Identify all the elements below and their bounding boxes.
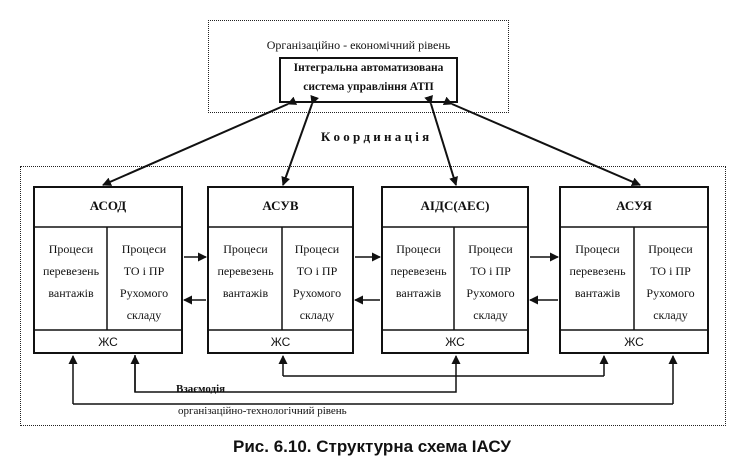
subsystem-asod-life-cycle: ЖС [98,335,118,349]
integrated-acs-title-line2: система управління АТП [303,81,434,93]
coordination-arrow-asuya [442,96,641,186]
subsystem-asuv-title: АСУВ [262,198,299,213]
subsystem-asuv [207,186,354,354]
subsystem-asuya-title: АСУЯ [616,198,652,213]
subsystem-asod-transport-processes: Процеси перевезень вантажів [42,242,100,300]
subsystem-asod-title: АСОД [89,198,127,213]
coordination-label: К о о р д и н а ц і я [320,129,430,144]
subsystem-asuv-maintenance-processes: Процеси ТО і ПР Рухомого складу [292,242,342,322]
integrated-acs-box [279,57,458,103]
org-technological-level-frame [20,166,726,426]
subsystem-asuya-life-cycle: ЖС [624,335,644,349]
coordination-arrow-asuv [281,94,319,186]
integrated-acs-title-line1: Інтегральна автоматизована [293,62,444,74]
subsystem-aids-life-cycle: ЖС [445,335,465,349]
subsystem-aids-maintenance-processes: Процеси ТО і ПР Рухомого складу [466,242,515,322]
interaction-bus-inner-left [134,355,457,393]
subsystem-dividers [33,226,709,331]
subsystem-aids-title: АІДС(АЕС) [420,198,490,213]
org-technological-level-label: організаційно-технологічний рівень [178,405,347,417]
subsystem-asuv-transport-processes: Процеси перевезень вантажів [217,242,274,300]
figure-caption: Рис. 6.10. Структурна схема ІАСУ [233,437,511,456]
subsystem-asuv-life-cycle: ЖС [270,335,291,349]
subsystem-asuya-maintenance-processes: Процеси ТО і ПР Рухомого складу [646,242,695,322]
subsystem-asod [33,186,183,354]
coordination-arrow-asod [102,96,298,186]
org-economic-level-label: Організаційно - економічний рівень [266,38,451,52]
subsystem-asuya-transport-processes: Процеси перевезень вантажів [569,242,626,300]
subsystem-asod-maintenance-processes: Процеси ТО і ПР Рухомого складу [119,242,169,322]
subsystem-aids-transport-processes: Процеси перевезень вантажів [390,242,447,300]
coordination-arrow-aids [424,95,458,186]
subsystem-asuya [559,186,709,354]
org-economic-level-frame [208,20,509,113]
subsystem-aids [381,186,529,354]
